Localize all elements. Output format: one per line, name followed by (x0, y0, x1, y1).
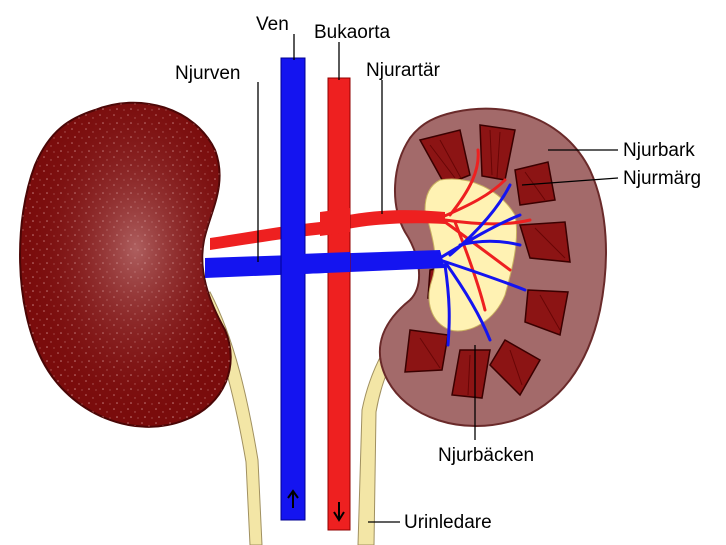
label-urinledare: Urinledare (404, 512, 492, 533)
label-njurbacken: Njurbäcken (438, 445, 534, 466)
label-njurartar: Njurartär (366, 60, 441, 81)
label-njurbark: Njurbark (623, 140, 695, 161)
aorta (328, 78, 350, 530)
label-ven: Ven (256, 14, 289, 35)
label-njurmarg: Njurmärg (623, 168, 701, 189)
vena-cava (281, 58, 305, 520)
label-njurven: Njurven (175, 63, 240, 84)
label-bukaorta: Bukaorta (314, 22, 390, 43)
